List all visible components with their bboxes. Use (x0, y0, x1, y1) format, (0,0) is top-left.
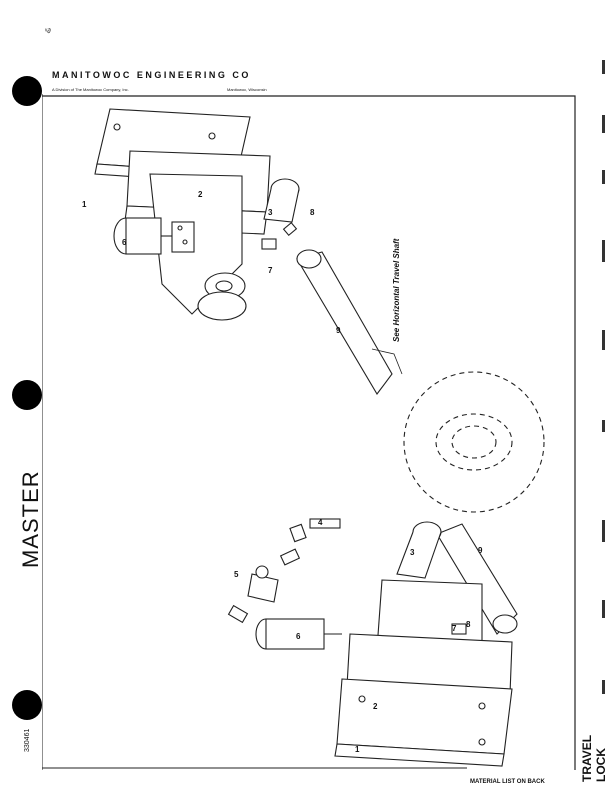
part-number-label: 7 (268, 266, 273, 275)
scan-edge-mark (602, 60, 605, 74)
part-number-label: 6 (122, 238, 127, 247)
lower-valve (247, 573, 279, 603)
lower-assembly (227, 518, 518, 767)
part-number-label: 8 (310, 208, 315, 217)
drawing-title: TRAVEL LOCK (580, 735, 608, 782)
part-number-label: 4 (318, 518, 323, 527)
company-name: MANITOWOC ENGINEERING CO (52, 70, 251, 80)
shaft-callout: See Horizontal Travel Shaft (392, 238, 401, 342)
part-number-label: 9 (336, 326, 341, 335)
scan-edge-mark (602, 330, 605, 350)
lower-hose-fitting (309, 518, 341, 529)
punch-hole (12, 690, 42, 720)
lower-elbow (289, 523, 307, 543)
drawing-border (42, 95, 576, 770)
lower-plate (336, 678, 513, 755)
part-number-label: 6 (296, 632, 301, 641)
part-number-label: 8 (466, 620, 471, 629)
part-number-label: 3 (410, 548, 415, 557)
scan-edge-mark (602, 240, 605, 262)
upper-pin (263, 188, 300, 223)
travel-gear (403, 371, 545, 513)
exploded-view-drawing (42, 94, 576, 770)
punch-hole (12, 76, 42, 106)
scan-edge-mark (602, 420, 605, 432)
punch-hole (12, 380, 42, 410)
lower-pin (396, 531, 442, 579)
master-stamp: MASTER (18, 470, 43, 568)
corner-mark: ᵛ∂ (45, 28, 51, 35)
scan-edge-mark (602, 680, 605, 694)
part-number-label: 1 (355, 745, 360, 754)
scan-edge-mark (602, 520, 605, 542)
company-division: A Division of The Manitowoc Company, Inc… (52, 87, 129, 92)
callout-leader (371, 348, 403, 375)
part-number-label: 1 (82, 200, 87, 209)
part-number-label: 2 (198, 190, 203, 199)
part-number: 330461 (24, 728, 31, 752)
part-number-label: 9 (478, 546, 483, 555)
scan-edge-mark (602, 600, 605, 618)
lower-cylinder (265, 618, 325, 650)
upper-link (296, 251, 393, 395)
scan-edge-mark (602, 115, 605, 133)
part-number-label: 5 (234, 570, 239, 579)
upper-fitting (261, 238, 277, 250)
part-number-label: 3 (268, 208, 273, 217)
upper-assembly (94, 108, 393, 395)
company-location: Manitowoc, Wisconsin (227, 87, 267, 92)
lower-fitting (451, 623, 467, 635)
upper-cylinder (125, 217, 162, 255)
scan-edge-mark (602, 170, 605, 184)
material-list-note: MATERIAL LIST ON BACK (470, 779, 545, 785)
part-number-label: 2 (373, 702, 378, 711)
part-number-label: 7 (452, 624, 457, 633)
